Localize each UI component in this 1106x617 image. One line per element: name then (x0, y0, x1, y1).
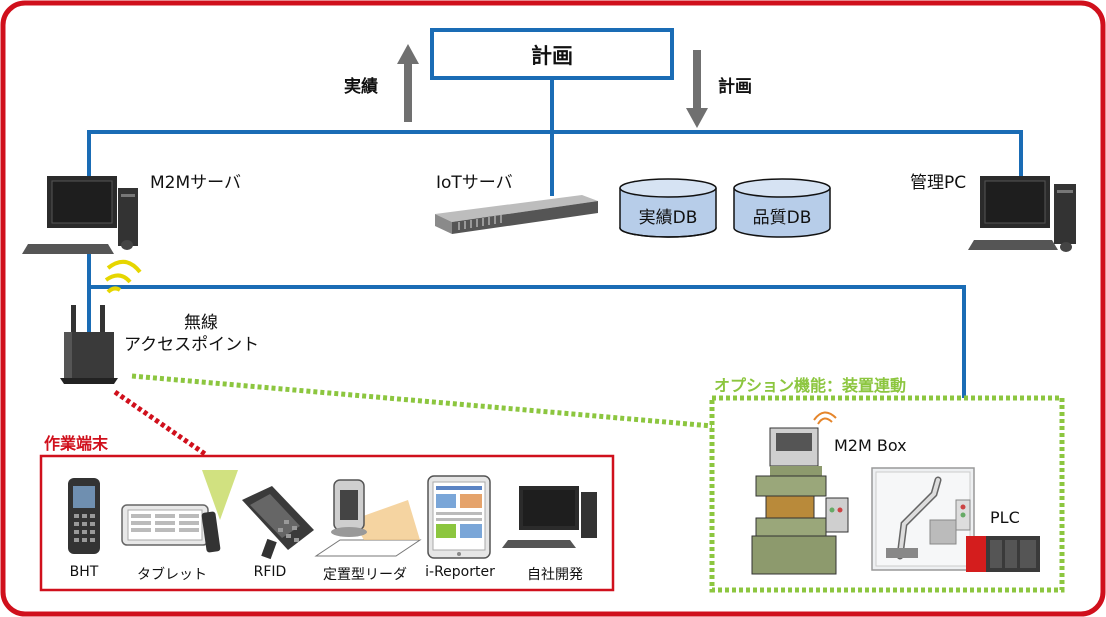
plc-label: PLC (990, 508, 1020, 527)
fixed-reader-icon (314, 479, 422, 557)
quality-db-label: 品質DB (752, 208, 812, 228)
wifi-signal-icon (104, 260, 142, 294)
terminal-label-bht: BHT (69, 564, 99, 580)
plc-icon (966, 536, 1040, 572)
bht-icon (68, 478, 100, 554)
iot-server-label: IoTサーバ (436, 173, 513, 193)
in-house-pc-icon (502, 486, 597, 548)
access-point-label-line1: 無線 (184, 313, 218, 333)
results-arrow-label: 実績 (344, 77, 378, 97)
m2m-server-label: M2Mサーバ (150, 173, 241, 193)
lower-network-line (87, 250, 966, 398)
access-point-label-line2: アクセスポイント (124, 335, 260, 355)
plan-down-arrow (686, 50, 708, 128)
terminals-title: 作業端末 (44, 434, 109, 453)
option-title: オプション機能：装置連動 (714, 376, 907, 395)
i-reporter-icon (427, 475, 491, 559)
terminal-label-tablet: タブレット (137, 567, 207, 583)
m2m-box-label: M2M Box (834, 436, 907, 455)
iot-server-icon (435, 195, 598, 234)
terminal-label-in-house: 自社開発 (527, 567, 583, 583)
terminal-label-i-reporter: i-Reporter (425, 564, 495, 580)
option-link-dotted (131, 373, 713, 429)
tablet-icon (121, 470, 238, 553)
admin-pc-icon (968, 176, 1076, 252)
m2m-server-pc-icon (22, 176, 138, 254)
rfid-icon (242, 486, 314, 560)
results-db-label: 実績DB (638, 208, 698, 228)
plan-arrow-label: 計画 (718, 77, 752, 97)
upper-network-line (87, 78, 1023, 196)
results-db-icon (619, 178, 717, 238)
robot-cell-icon (871, 467, 975, 571)
admin-pc-label: 管理PC (910, 173, 967, 193)
plan-box-label: 計画 (531, 44, 573, 68)
results-up-arrow (397, 44, 419, 122)
terminal-link-dotted (113, 389, 207, 457)
terminal-label-fixed-reader: 定置型リーダ (323, 567, 407, 583)
quality-db-icon (733, 178, 831, 238)
access-point-icon (60, 305, 118, 384)
terminal-label-rfid: RFID (253, 564, 287, 580)
press-machine-icon (751, 411, 849, 575)
